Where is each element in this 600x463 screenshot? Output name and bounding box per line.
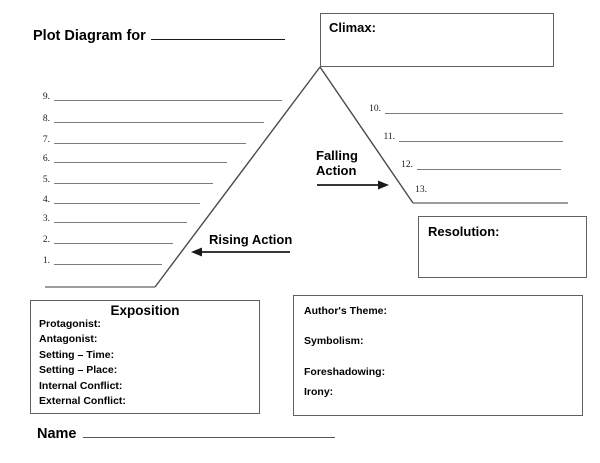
step-number-12: 12. (401, 160, 413, 170)
step-number-5: 5. (42, 175, 50, 185)
blank-line-1 (54, 264, 162, 265)
title-blank-line (150, 39, 285, 40)
page-title-text: Plot Diagram for (33, 28, 146, 44)
rising-action-label: Rising Action (209, 232, 293, 247)
field-symbolism: Symbolism: (304, 335, 364, 347)
blank-line-2 (54, 243, 173, 244)
step-number-3: 3. (42, 214, 50, 224)
field-internal-conflict: Internal Conflict: (39, 380, 123, 392)
blank-line-4 (54, 203, 200, 204)
field-setting-time: Setting – Time: (39, 349, 115, 361)
climax-label: Climax: (329, 20, 376, 35)
step-number-7: 7. (42, 135, 50, 145)
falling-action-arrow (317, 180, 389, 190)
exposition-title: Exposition (110, 303, 180, 318)
blank-line-7 (54, 143, 246, 144)
step-number-13: 13. (415, 185, 427, 195)
blank-line-5 (54, 183, 213, 184)
resolution-box: Resolution: (418, 216, 587, 278)
step-number-1: 1. (42, 256, 50, 266)
step-number-9: 9. (42, 92, 50, 102)
name-label: Name (37, 426, 77, 442)
blank-line-3 (54, 222, 187, 223)
name-row: Name (37, 426, 335, 442)
step-number-6: 6. (42, 154, 50, 164)
field-setting-place: Setting – Place: (39, 364, 118, 376)
blank-line-8 (54, 122, 264, 123)
name-blank-line (82, 437, 335, 438)
blank-line-9 (54, 100, 282, 101)
field-external-conflict: External Conflict: (39, 395, 126, 407)
blank-line-6 (54, 162, 227, 163)
step-number-10: 10. (369, 104, 381, 114)
field-authors-theme: Author's Theme: (304, 305, 388, 317)
rising-action-arrow (191, 247, 290, 257)
blank-line-12 (417, 169, 561, 170)
step-number-2: 2. (42, 235, 50, 245)
field-protagonist: Protagonist: (39, 318, 101, 330)
theme-box: Author's Theme: Symbolism: Foreshadowing… (293, 295, 583, 416)
step-number-4: 4. (42, 195, 50, 205)
field-irony: Irony: (304, 386, 334, 398)
field-foreshadowing: Foreshadowing: (304, 366, 386, 378)
page-title: Plot Diagram for (33, 28, 285, 44)
climax-box: Climax: (320, 13, 554, 67)
falling-action-label: Falling Action (316, 148, 358, 178)
blank-line-11 (399, 141, 563, 142)
step-number-11: 11. (383, 132, 395, 142)
exposition-box: Exposition Protagonist: Antagonist: Sett… (30, 300, 260, 414)
field-antagonist: Antagonist: (39, 333, 98, 345)
falling-slope-line (319, 66, 414, 204)
blank-line-10 (385, 113, 563, 114)
resolution-label: Resolution: (428, 224, 500, 239)
step-number-8: 8. (42, 114, 50, 124)
